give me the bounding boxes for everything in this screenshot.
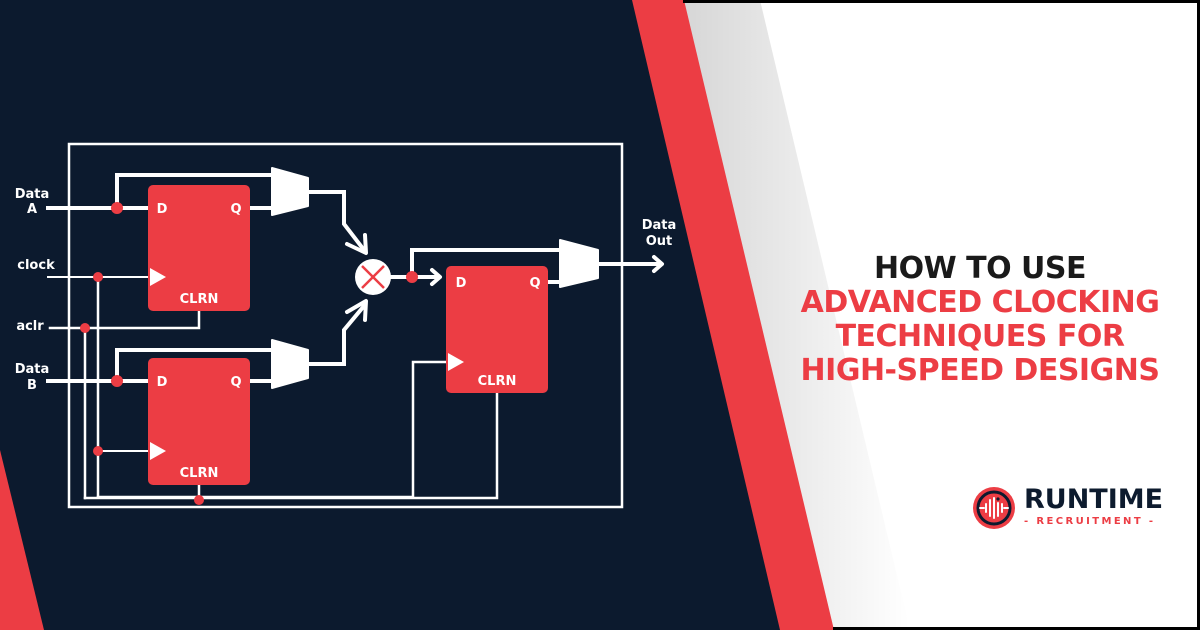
wire-bypass-b xyxy=(115,348,274,383)
ff-b-q-label: Q xyxy=(230,375,241,390)
junction-dots xyxy=(80,202,418,505)
xor-gate xyxy=(355,259,391,295)
logo-subtitle: - RECRUITMENT - xyxy=(1024,516,1156,527)
ff-out-q-label: Q xyxy=(529,276,540,291)
ff-b-d-label: D xyxy=(157,375,168,390)
flip-flop-a xyxy=(148,185,250,311)
label-data-a-2: A xyxy=(27,202,37,217)
flip-flop-out xyxy=(446,266,548,393)
headline-line-3: TECHNIQUES FOR xyxy=(835,319,1125,354)
wire-aclr-ff-out xyxy=(83,391,499,500)
runtime-logo: RUNTIME - RECRUITMENT - xyxy=(970,484,1164,536)
label-data-out-2: Out xyxy=(646,234,673,249)
frame-border-top xyxy=(683,0,1200,3)
arrow-into-xor-top xyxy=(345,233,368,255)
ff-b-clrn-label: CLRN xyxy=(180,466,219,481)
wire-mux-a-out xyxy=(306,190,367,253)
mux-out xyxy=(559,239,599,288)
clock-triangle-icon xyxy=(150,442,166,460)
logo-name: RUNTIME xyxy=(1024,484,1164,515)
mux-b xyxy=(271,339,309,389)
wire-bypass-a xyxy=(115,173,274,210)
arrow-data-out xyxy=(652,255,664,273)
mux-a xyxy=(271,167,309,216)
ff-out-d-label: D xyxy=(456,276,467,291)
ff-a-q-label: Q xyxy=(230,202,241,217)
clock-triangle-icon xyxy=(448,353,464,371)
flip-flop-b xyxy=(148,358,250,485)
red-corner-triangle xyxy=(0,450,44,630)
label-data-out-1: Data xyxy=(642,218,677,233)
frame-border-bottom xyxy=(833,627,1200,630)
headline-line-1: HOW TO USE xyxy=(873,251,1087,286)
stripe-shadow xyxy=(683,0,910,630)
wire-bypass-out xyxy=(410,248,562,279)
ff-a-clrn-label: CLRN xyxy=(180,292,219,307)
label-clock: clock xyxy=(17,258,55,273)
red-diagonal-stripe xyxy=(631,0,834,630)
outer-frame xyxy=(67,142,624,509)
ff-a-d-label: D xyxy=(157,202,168,217)
arrow-into-xor-bottom xyxy=(345,299,368,322)
headline: HOW TO USE ADVANCED CLOCKING TECHNIQUES … xyxy=(760,252,1200,388)
label-aclr: aclr xyxy=(16,319,44,334)
frame-border-right xyxy=(1197,0,1200,630)
headline-line-4: HIGH-SPEED DESIGNS xyxy=(800,353,1160,388)
label-data-b-2: B xyxy=(27,378,37,393)
arrow-into-ff-out-d xyxy=(430,268,442,286)
sound-wave-circle-icon xyxy=(973,487,1015,529)
label-data-a-1: Data xyxy=(15,187,50,202)
wire-aclr xyxy=(48,309,201,330)
wire-mux-b-out xyxy=(306,303,367,366)
label-data-b-1: Data xyxy=(15,362,50,377)
clock-triangle-icon xyxy=(150,268,166,286)
headline-line-2: ADVANCED CLOCKING xyxy=(800,285,1160,320)
arrowheads xyxy=(345,233,664,322)
ff-out-clrn-label: CLRN xyxy=(478,374,517,389)
